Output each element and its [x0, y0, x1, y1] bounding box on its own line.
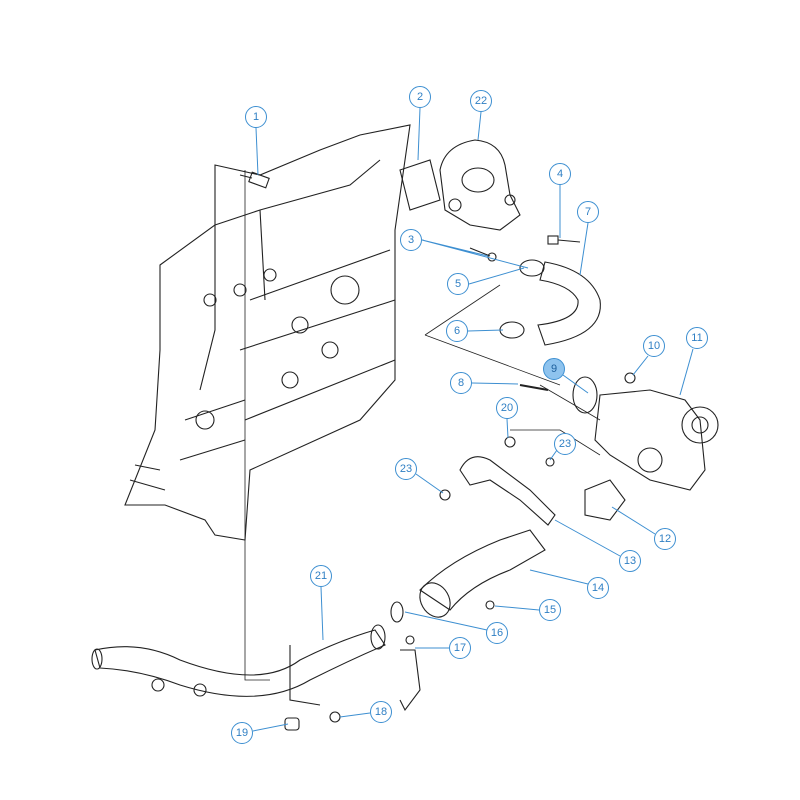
callout-1[interactable]: 1	[245, 106, 267, 128]
callout-14[interactable]: 14	[587, 577, 609, 599]
o-ring	[572, 376, 598, 414]
callout-4[interactable]: 4	[549, 163, 571, 185]
callout-13[interactable]: 13	[619, 550, 641, 572]
callout-20[interactable]: 20	[496, 397, 518, 419]
bolt-18	[329, 711, 341, 723]
bracket	[399, 649, 421, 712]
callout-3[interactable]: 3	[400, 229, 422, 251]
callout-7[interactable]: 7	[577, 201, 599, 223]
callout-9-highlighted[interactable]: 9	[543, 358, 565, 380]
callout-16[interactable]: 16	[486, 622, 508, 644]
callout-23-right[interactable]: 23	[554, 433, 576, 455]
callout-2[interactable]: 2	[409, 86, 431, 108]
lower-hose	[419, 529, 546, 611]
o-ring-16	[390, 601, 404, 623]
callout-5[interactable]: 5	[447, 273, 469, 295]
upper-hose	[537, 261, 601, 346]
thermostat-housing	[399, 139, 521, 231]
temperature-sensor	[239, 171, 270, 189]
callout-18[interactable]: 18	[370, 701, 392, 723]
leader-lines	[252, 107, 694, 732]
water-pump	[594, 372, 719, 491]
gasket	[584, 479, 626, 521]
callout-11[interactable]: 11	[686, 327, 708, 349]
coolant-pipe	[91, 624, 386, 706]
callout-6[interactable]: 6	[446, 320, 468, 342]
hose-clamp-5	[519, 259, 545, 277]
callout-21[interactable]: 21	[310, 565, 332, 587]
callout-23-left[interactable]: 23	[395, 458, 417, 480]
callout-17[interactable]: 17	[449, 637, 471, 659]
callout-19[interactable]: 19	[231, 722, 253, 744]
engine-block	[124, 124, 411, 541]
callout-8[interactable]: 8	[450, 372, 472, 394]
assembly-lines	[214, 165, 601, 681]
plug-19	[284, 717, 300, 731]
callout-15[interactable]: 15	[539, 599, 561, 621]
callout-10[interactable]: 10	[643, 335, 665, 357]
hose-clamp-6	[499, 321, 525, 339]
callout-12[interactable]: 12	[654, 528, 676, 550]
bypass-pipe	[459, 456, 556, 526]
bolts	[469, 235, 581, 391]
callout-22[interactable]: 22	[470, 90, 492, 112]
